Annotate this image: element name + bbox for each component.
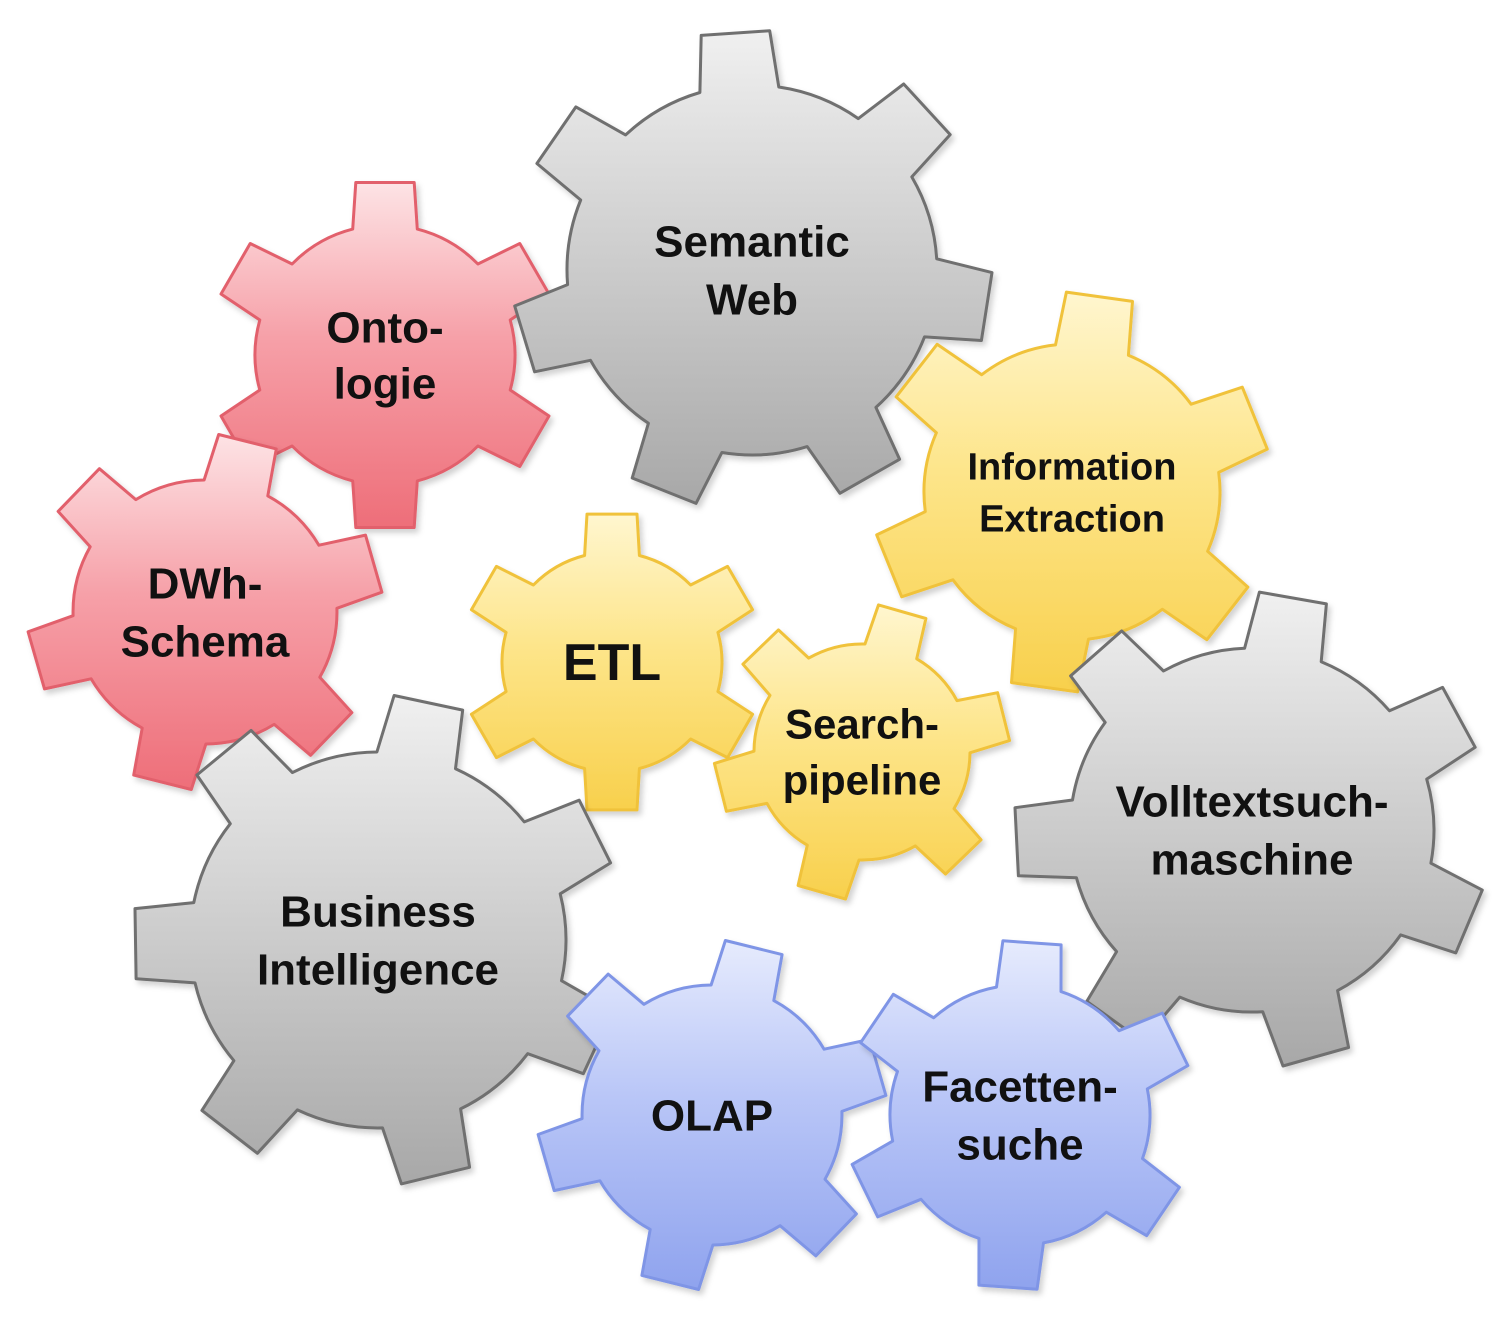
gear-label-line: pipeline: [783, 757, 942, 804]
gear-shape: [26, 433, 384, 791]
gear-label-line: suche: [956, 1120, 1083, 1169]
gear-label-line: Business: [280, 887, 476, 936]
gear-label-line: Intelligence: [257, 945, 499, 994]
gear-label-line: Search-: [785, 701, 939, 748]
gear-label-line: ETL: [563, 634, 661, 692]
gear-shape: [219, 181, 551, 529]
gear-shape: [536, 939, 888, 1291]
gear-shape: [712, 603, 1012, 901]
gear-label: Facetten-suche: [922, 1062, 1118, 1169]
gear-label: OLAP: [651, 1091, 773, 1140]
gear-shape: [469, 512, 755, 812]
gear-label: DWh- Schema: [121, 559, 290, 666]
gear-searchpipeline: Search-pipeline: [712, 603, 1012, 901]
gear-label-line: DWh-: [148, 559, 263, 608]
gear-label-line: OLAP: [651, 1091, 773, 1140]
gear-facettensuche: Facetten-suche: [850, 939, 1190, 1291]
gear-label-line: logie: [334, 359, 437, 408]
gear-label-line: Volltextsuch-: [1115, 777, 1388, 826]
gear-olap: OLAP: [536, 939, 888, 1291]
gear-label-line: maschine: [1151, 835, 1354, 884]
gear-label-line: Information: [968, 446, 1177, 488]
gear-label: Search-pipeline: [783, 701, 942, 804]
gear-dwh-schema: DWh- Schema: [26, 433, 384, 791]
gear-shape: [875, 290, 1269, 694]
gear-ontologie: Onto-logie: [219, 181, 551, 529]
gear-label: Onto-logie: [326, 303, 443, 408]
gear-label: Volltextsuch-maschine: [1115, 777, 1388, 884]
gear-etl: ETL: [469, 512, 755, 812]
gear-shape: [133, 694, 615, 1186]
gear-label-line: Web: [706, 275, 798, 324]
gear-label-line: Extraction: [979, 498, 1165, 540]
gear-shape: [513, 29, 994, 505]
gear-label: ETL: [563, 634, 661, 692]
gear-label-line: Facetten-: [922, 1062, 1118, 1111]
gear-label-line: Schema: [121, 617, 290, 666]
gear-shape: [1013, 590, 1484, 1068]
gear-shape: [850, 939, 1190, 1291]
gear-volltextsuchmaschine: Volltextsuch-maschine: [1013, 590, 1484, 1068]
gear-label-line: Semantic: [654, 217, 850, 266]
gear-label-line: Onto-: [326, 303, 443, 352]
